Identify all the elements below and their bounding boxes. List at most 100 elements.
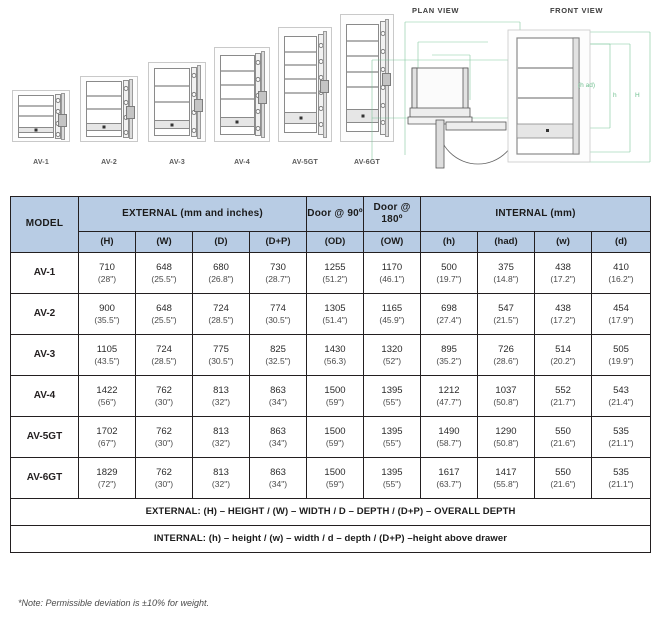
safe-caption: AV-3 — [169, 159, 185, 166]
row-model: AV-1 — [10, 252, 79, 294]
row-model: AV-2 — [10, 293, 79, 335]
cell-inch: (20.2") — [550, 355, 576, 366]
safe-illustration: AV-4 — [214, 47, 270, 166]
cell-mm: 454 — [613, 302, 629, 314]
table-header: MODEL EXTERNAL (mm and inches) Door @ 90… — [10, 196, 652, 253]
cell-mm: 680 — [213, 261, 229, 273]
front-view-body — [507, 29, 591, 163]
cell-inch: (32") — [211, 478, 231, 489]
safe-caption: AV-4 — [234, 159, 250, 166]
cell-mm: 1255 — [324, 261, 346, 273]
safe-shelf — [220, 69, 254, 72]
cell-mm: 1395 — [381, 466, 403, 478]
cell-inch: (28.6") — [493, 355, 519, 366]
cell-D: 813(32") — [192, 375, 250, 417]
header-group-internal: INTERNAL (mm) — [419, 196, 652, 232]
safe-bolt — [123, 130, 129, 136]
cell-W: 762(30") — [135, 457, 193, 499]
row-model: AV-4 — [10, 375, 79, 417]
cell-inch: (30") — [154, 478, 174, 489]
cell-inch: (19.9") — [608, 355, 634, 366]
specifications-table: MODEL EXTERNAL (mm and inches) Door @ 90… — [9, 196, 652, 553]
header-sub-had: (had) — [477, 231, 535, 253]
cell-inch: (34") — [268, 478, 288, 489]
safe-shelf — [155, 85, 190, 88]
cell-H: 1702(67") — [78, 416, 136, 458]
header-sub-OD: (OD) — [306, 231, 364, 253]
cell-mm: 1305 — [324, 302, 346, 314]
safe-handle — [382, 72, 392, 86]
cell-h: 1617(63.7") — [420, 457, 478, 499]
safe-shelf — [346, 86, 379, 89]
table-row: AV-5GT 1702(67") 762(30") 813(32") 863(3… — [10, 416, 652, 458]
cell-inch: (14.8") — [493, 273, 519, 284]
cell-d: 410(16.2") — [590, 252, 652, 294]
cell-W: 762(30") — [135, 416, 193, 458]
cell-DP: 825(32.5") — [249, 334, 307, 376]
cell-mm: 1500 — [324, 466, 346, 478]
cell-inch: (55") — [382, 478, 402, 489]
safe-shelf — [284, 91, 317, 94]
cell-inch: (28.5") — [208, 314, 234, 325]
cell-inch: (19.7") — [436, 273, 462, 284]
dimension-label-h-ad: (h ad) — [578, 82, 595, 89]
cell-inch: (47.7") — [436, 396, 462, 407]
cell-mm: 550 — [555, 466, 571, 478]
cell-had: 1037(50.8") — [477, 375, 535, 417]
cell-w: 552(21.7") — [534, 375, 592, 417]
safe-caption: AV-5GT — [292, 159, 318, 166]
cell-inch: (17.9") — [608, 314, 634, 325]
cell-DP: 863(34") — [249, 416, 307, 458]
safe-bolt — [318, 74, 324, 80]
safe-illustration: AV-1 — [12, 90, 70, 166]
table-row: AV-6GT 1829(72") 762(30") 813(32") 863(3… — [10, 457, 652, 499]
safe-bolt — [255, 60, 261, 66]
cell-inch: (58.7") — [436, 437, 462, 448]
header-sub-D: (D) — [192, 231, 250, 253]
cell-mm: 547 — [498, 302, 514, 314]
cell-inch: (72") — [97, 478, 117, 489]
cell-mm: 648 — [156, 261, 172, 273]
table-body: AV-1 710(28") 648(25.5") 680(26.8") 730(… — [9, 252, 652, 553]
cell-inch: (28.7") — [265, 273, 291, 284]
safe-bolt — [380, 49, 386, 55]
cell-inch: (21.1") — [608, 437, 634, 448]
cell-inch: (21.6") — [550, 478, 576, 489]
cell-inch: (46.1") — [379, 273, 405, 284]
header-sub-H: (H) — [78, 231, 136, 253]
cell-mm: 863 — [270, 466, 286, 478]
cell-inch: (30.5") — [208, 355, 234, 366]
cell-inch: (59") — [325, 396, 345, 407]
cell-H: 1105(43.5") — [78, 334, 136, 376]
safe-bolt — [318, 58, 324, 64]
legend-row-internal: INTERNAL: (h) – height / (w) – width / d… — [9, 525, 652, 553]
cell-inch: (45.9") — [379, 314, 405, 325]
cell-mm: 375 — [498, 261, 514, 273]
safe-bolt — [380, 31, 386, 37]
safe-lineup: AV-1 AV-2 AV-3 AV-4 AV-5GT AV-6GT — [8, 0, 394, 180]
cell-DP: 774(30.5") — [249, 293, 307, 335]
cell-mm: 762 — [156, 425, 172, 437]
safe-bolt — [191, 127, 197, 133]
cell-h: 500(19.7") — [420, 252, 478, 294]
cell-mm: 1617 — [438, 466, 460, 478]
cell-inch: (28.5") — [151, 355, 177, 366]
row-model: AV-5GT — [10, 416, 79, 458]
safe-caption: AV-6GT — [354, 159, 380, 166]
safe-bolt — [255, 125, 261, 131]
cell-OW: 1320(52") — [363, 334, 421, 376]
safe-shelf — [19, 105, 54, 108]
cell-had: 547(21.5") — [477, 293, 535, 335]
safe-handle — [258, 90, 268, 104]
cell-mm: 1212 — [438, 384, 460, 396]
header-group-door-180: Door @ 180º — [363, 196, 421, 232]
safe-caption: AV-1 — [33, 159, 49, 166]
cell-inch: (35.5") — [94, 314, 120, 325]
safe-bolt — [318, 106, 324, 112]
cell-DP: 730(28.7") — [249, 252, 307, 294]
cell-d: 535(21.1") — [590, 416, 652, 458]
safe-shelf — [346, 40, 379, 43]
safe-illustration: AV-6GT — [340, 14, 394, 166]
safe-bolt — [318, 42, 324, 48]
safe-drawer — [284, 112, 317, 125]
